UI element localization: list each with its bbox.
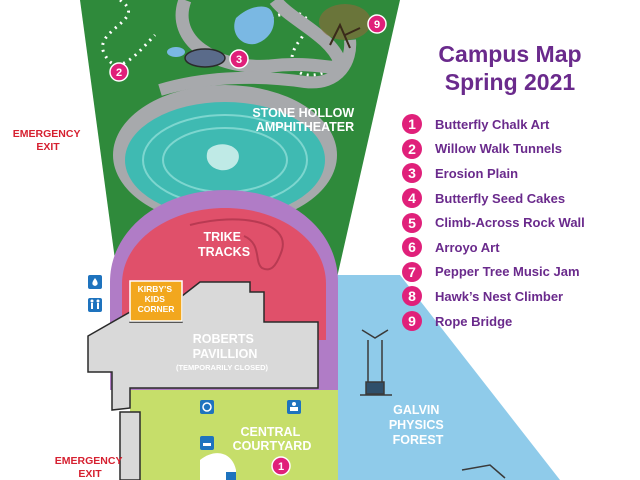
legend-item[interactable]: 6 Arroyo Art bbox=[402, 235, 585, 260]
legend-number: 5 bbox=[402, 212, 422, 233]
forest-label: GALVIN PHYSICS FOREST bbox=[389, 403, 447, 447]
svg-text:3: 3 bbox=[236, 54, 242, 66]
kids-corner bbox=[129, 280, 183, 322]
legend-label: Willow Walk Tunnels bbox=[435, 141, 562, 157]
accessible-icon bbox=[226, 472, 236, 480]
kids-corner-label: KIRBY’S KIDS CORNER bbox=[138, 284, 175, 314]
legend-number: 4 bbox=[402, 188, 422, 209]
sink-icon bbox=[200, 436, 214, 450]
svg-text:9: 9 bbox=[374, 19, 380, 31]
emergency-exit-top: EMERGENCY EXIT bbox=[13, 128, 83, 153]
restroom-icon bbox=[88, 298, 102, 312]
map-title-line2: Spring 2021 bbox=[444, 69, 576, 95]
paved-path bbox=[158, 39, 357, 96]
splash bbox=[167, 47, 185, 57]
pond bbox=[234, 6, 275, 45]
accessible-icon bbox=[200, 400, 214, 414]
physics-forest bbox=[335, 275, 560, 480]
legend-number: 2 bbox=[402, 138, 422, 159]
legend-label: Rope Bridge bbox=[435, 313, 513, 329]
emergency-exit-bottom: EMERGENCY EXIT bbox=[55, 455, 125, 480]
legend-item[interactable]: 2 Willow Walk Tunnels bbox=[402, 137, 585, 162]
legend-item[interactable]: 8 Hawk’s Nest Climber bbox=[402, 284, 585, 309]
courtyard-label: CENTRAL COURTYARD bbox=[233, 425, 312, 453]
map-marker-2[interactable]: 2 bbox=[109, 62, 129, 82]
map-marker-9[interactable]: 9 bbox=[367, 14, 387, 34]
legend-number: 6 bbox=[402, 237, 422, 258]
map-title: Campus Map Spring 2021 bbox=[405, 40, 615, 96]
sink-icon bbox=[88, 275, 102, 289]
central-courtyard bbox=[130, 390, 338, 480]
legend-label: Butterfly Chalk Art bbox=[435, 116, 550, 132]
svg-text:2: 2 bbox=[116, 67, 122, 79]
legend-number: 1 bbox=[402, 114, 422, 135]
roberts-pavillion bbox=[87, 281, 319, 411]
legend-label: Climb-Across Rock Wall bbox=[435, 215, 585, 231]
jungle-gym-icon bbox=[360, 329, 506, 479]
legend-item[interactable]: 9 Rope Bridge bbox=[402, 309, 585, 334]
rock-pile bbox=[184, 48, 226, 68]
amphitheater-label: STONE HOLLOW AMPHITHEATER bbox=[252, 106, 357, 134]
lower-building bbox=[119, 411, 141, 480]
legend-item[interactable]: 1 Butterfly Chalk Art bbox=[402, 112, 585, 137]
legend-label: Arroyo Art bbox=[435, 239, 500, 255]
map-marker-3[interactable]: 3 bbox=[229, 49, 249, 69]
legend-item[interactable]: 5 Climb-Across Rock Wall bbox=[402, 210, 585, 235]
pavilion-closed-note: (TEMPORARILY CLOSED) bbox=[176, 363, 269, 372]
trike-tracks-label: TRIKE TRACKS bbox=[198, 230, 250, 259]
legend-number: 8 bbox=[402, 286, 422, 307]
paved-path bbox=[175, 0, 348, 74]
legend-item[interactable]: 7 Pepper Tree Music Jam bbox=[402, 260, 585, 285]
legend-item[interactable]: 3 Erosion Plain bbox=[402, 161, 585, 186]
legend-label: Butterfly Seed Cakes bbox=[435, 190, 566, 206]
legend-label: Pepper Tree Music Jam bbox=[435, 264, 580, 280]
legend-number: 3 bbox=[402, 163, 422, 184]
pavilion-label: ROBERTS PAVILLION bbox=[193, 332, 258, 361]
track-lines bbox=[189, 218, 284, 271]
legend-number: 7 bbox=[402, 261, 422, 282]
legend-label: Erosion Plain bbox=[435, 165, 519, 181]
legend-list: 1 Butterfly Chalk Art 2 Willow Walk Tunnel… bbox=[402, 112, 585, 333]
legend-item[interactable]: 4 Butterfly Seed Cakes bbox=[402, 186, 585, 211]
tree-icon bbox=[319, 4, 371, 49]
legend-label: Hawk’s Nest Climber bbox=[435, 288, 564, 304]
legend-number: 9 bbox=[402, 311, 422, 332]
svg-text:1: 1 bbox=[278, 461, 284, 473]
baby-changing-icon bbox=[287, 400, 301, 414]
amphitheater bbox=[113, 85, 337, 225]
map-title-line1: Campus Map bbox=[438, 41, 582, 67]
map-marker-1[interactable]: 1 bbox=[271, 456, 291, 476]
